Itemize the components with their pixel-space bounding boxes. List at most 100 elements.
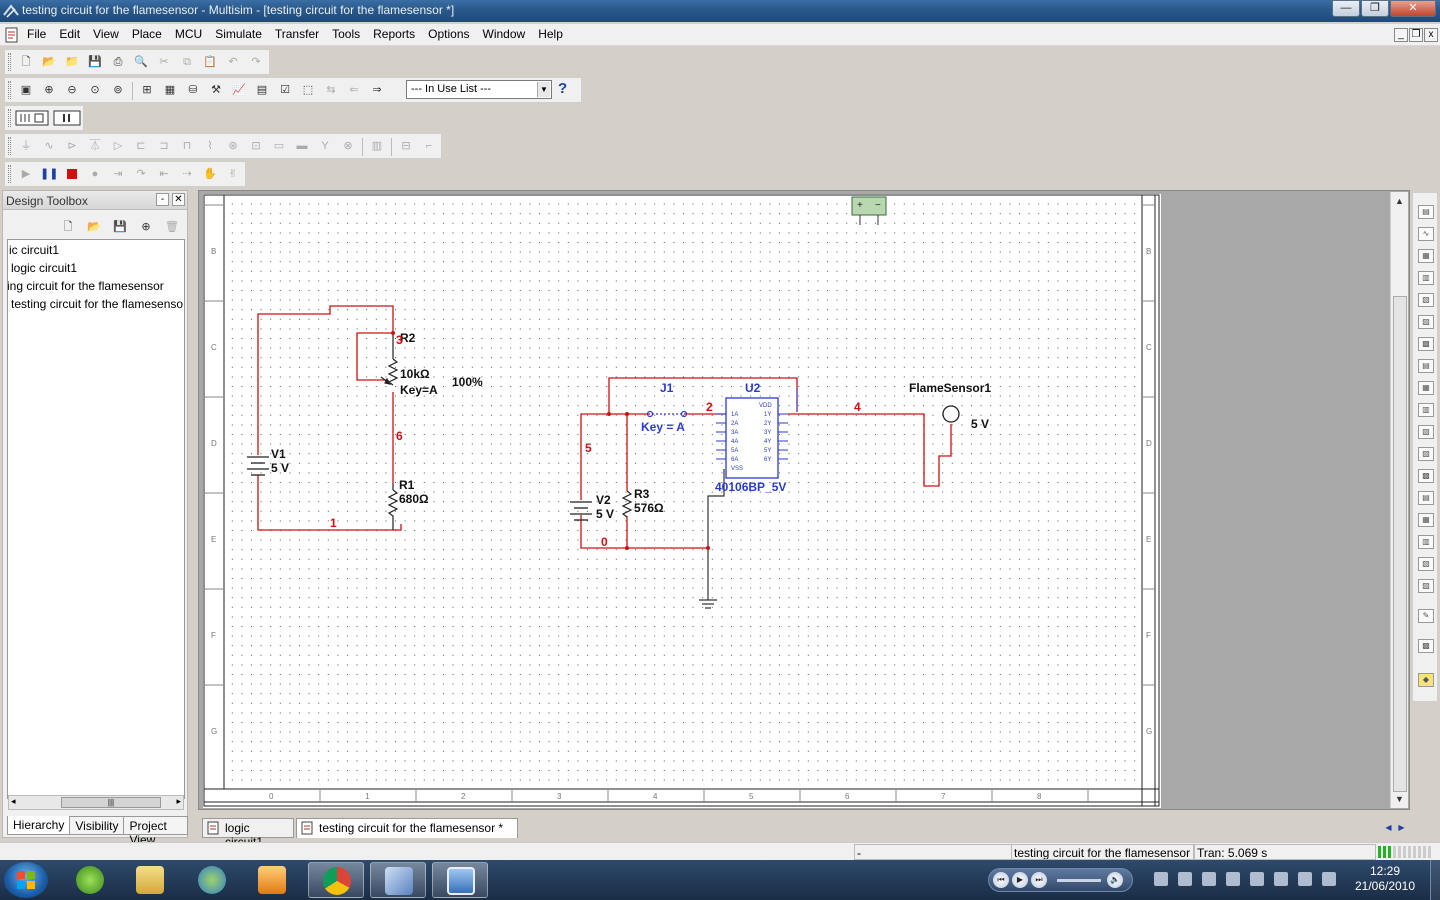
zoom-fit-icon[interactable]: ⊚ (113, 84, 123, 96)
oscilloscope-icon[interactable]: ▥ (1418, 271, 1434, 285)
volume-icon[interactable] (1322, 872, 1336, 886)
ic-u2[interactable]: 1A 2A 3A 4A 5A 6A VSS VDD 1Y 2Y 3Y 4Y 5Y… (716, 388, 798, 479)
basic-icon[interactable]: ∿ (44, 140, 54, 152)
toolbox-toggle-icon[interactable]: ⊞ (142, 84, 152, 96)
menu-mcu[interactable]: MCU (174, 27, 203, 41)
open-folder-icon[interactable]: 📂 (42, 56, 56, 68)
logic-converter-icon[interactable]: ▥ (1418, 403, 1434, 417)
full-screen-icon[interactable]: ▣ (20, 84, 32, 96)
tab-prev-icon[interactable]: ◀ (1385, 823, 1392, 832)
function-generator-icon[interactable]: ∿ (1418, 227, 1434, 241)
taskbar-remote-desktop[interactable] (432, 862, 488, 898)
delete-sheet-icon[interactable]: 🗑 (165, 221, 179, 233)
workspace-vertical-scrollbar[interactable]: ▲ ▼ (1390, 192, 1408, 808)
transistor-icon[interactable]: ⏄ (89, 140, 101, 152)
pin-icon[interactable]: - (156, 193, 169, 206)
scroll-right-icon[interactable]: ▸ (176, 796, 181, 806)
mute-icon[interactable]: 🔈 (1107, 872, 1123, 888)
taskbar-media-player[interactable] (244, 862, 300, 898)
component-wizard-icon[interactable]: ⚒ (211, 84, 221, 96)
step-into-icon[interactable]: ⇥ (113, 168, 123, 180)
minimize-button[interactable]: — (1332, 0, 1360, 17)
scroll-down-icon[interactable]: ▼ (1395, 794, 1404, 804)
ttl-icon[interactable]: ⊏ (136, 140, 146, 152)
pause-at-next-icon[interactable]: ● (91, 168, 99, 180)
backannotate-icon[interactable]: ⇆ (326, 84, 336, 96)
source-icon[interactable]: ⏚ (20, 140, 32, 152)
network-analyzer-icon[interactable]: ▤ (1418, 491, 1434, 505)
diode-icon[interactable]: ⊳ (67, 140, 77, 152)
pause-icon[interactable]: ❚❚ (40, 168, 59, 180)
multimeter-icon[interactable]: ▤ (1418, 205, 1434, 219)
run-switch-icon[interactable] (15, 110, 49, 126)
distortion-analyzer-icon[interactable]: ▨ (1418, 447, 1434, 461)
show-desktop-button[interactable] (1430, 860, 1440, 900)
electromechanical-icon[interactable]: ⊗ (343, 140, 353, 152)
tray-flag-icon[interactable] (1178, 872, 1192, 886)
remove-breakpoints-icon[interactable]: ✌ (228, 168, 238, 180)
in-use-list-dropdown[interactable]: --- In Use List --- ▼ (406, 80, 552, 99)
taskbar-explorer[interactable] (122, 862, 178, 898)
menu-options[interactable]: Options (428, 27, 470, 41)
power-icon[interactable]: ⊡ (251, 140, 261, 152)
labview-instrument-icon[interactable]: ▩ (1418, 639, 1434, 653)
step-out-icon[interactable]: ⇤ (159, 168, 169, 180)
scroll-left-icon[interactable]: ◂ (11, 796, 16, 806)
copy-icon[interactable]: ⧉ (183, 56, 191, 68)
logic-analyzer-icon[interactable]: ▦ (1418, 381, 1434, 395)
mdi-restore-button[interactable]: ❐ (1409, 28, 1423, 42)
toolbar-grip[interactable] (8, 53, 11, 71)
bus-icon[interactable]: ⌐ (425, 140, 433, 152)
ground-wires[interactable] (699, 469, 725, 609)
tray-messenger-icon[interactable] (1202, 872, 1216, 886)
tab-logic-circuit1[interactable]: logic circuit1 (202, 818, 294, 849)
open-sample-icon[interactable]: 📁 (65, 56, 79, 68)
taskbar-chrome[interactable] (308, 862, 364, 898)
menu-edit[interactable]: Edit (59, 27, 81, 41)
new-file-icon[interactable]: 🗋 (21, 56, 31, 68)
iv-analyzer-icon[interactable]: ▧ (1418, 425, 1434, 439)
toolbar-grip[interactable] (8, 81, 11, 99)
menu-transfer[interactable]: Transfer (274, 27, 320, 41)
toolbar-grip[interactable] (8, 137, 11, 155)
voltage-probe[interactable]: + − (851, 196, 887, 225)
forward-icon[interactable]: ⇒ (372, 84, 382, 96)
measurement-probe-icon[interactable]: ✎ (1418, 609, 1434, 623)
stop-icon[interactable] (63, 166, 81, 182)
tree-item[interactable]: ing circuit for the flamesensor (7, 279, 164, 293)
scroll-thumb[interactable]: ||| (61, 797, 161, 808)
mixed-icon[interactable]: ⌇ (207, 140, 213, 152)
cmos-icon[interactable]: ⊐ (159, 140, 169, 152)
multisim-app-icon[interactable] (3, 3, 19, 19)
toggle-breakpoint-icon[interactable]: ✋ (203, 168, 217, 180)
zoom-out-icon[interactable]: ⊖ (67, 84, 77, 96)
run-to-cursor-icon[interactable]: ⇢ (182, 168, 192, 180)
cut-icon[interactable]: ✂ (159, 56, 169, 68)
wattmeter-icon[interactable]: ▦ (1418, 249, 1434, 263)
resistor-r1[interactable] (387, 484, 399, 530)
previous-track-icon[interactable]: ⏮ (993, 872, 1009, 888)
scroll-thumb[interactable] (1393, 296, 1407, 792)
taskbar-spotify[interactable] (62, 862, 118, 898)
print-icon[interactable]: ⎙ (113, 56, 123, 68)
switch-j1[interactable] (646, 410, 688, 418)
spectrum-analyzer-icon[interactable]: ▩ (1418, 469, 1434, 483)
system-clock[interactable]: 12:29 21/06/2010 (1344, 864, 1426, 894)
tab-project-view[interactable]: Project View (123, 816, 188, 847)
tab-next-icon[interactable]: ▶ (1398, 823, 1405, 832)
back-icon[interactable]: ⇐ (349, 84, 359, 96)
database-icon[interactable]: ⛁ (188, 84, 198, 96)
tree-horizontal-scrollbar[interactable]: ◂ ||| ▸ (8, 795, 184, 810)
tray-security-icon[interactable] (1226, 872, 1240, 886)
frequency-counter-icon[interactable]: ▩ (1418, 337, 1434, 351)
menu-place[interactable]: Place (131, 27, 162, 41)
help-icon[interactable]: ? (558, 80, 568, 97)
four-channel-scope-icon[interactable]: ▧ (1418, 293, 1434, 307)
mdi-close-button[interactable]: x (1424, 28, 1438, 42)
hierarchical-block-icon[interactable]: ⊟ (401, 140, 411, 152)
mdi-minimize-button[interactable]: _ (1394, 28, 1408, 42)
battery-v2[interactable] (570, 501, 592, 521)
toolbar-grip[interactable] (8, 109, 11, 127)
paste-icon[interactable]: 📋 (203, 56, 217, 68)
wires-left-circuit[interactable] (257, 305, 402, 531)
